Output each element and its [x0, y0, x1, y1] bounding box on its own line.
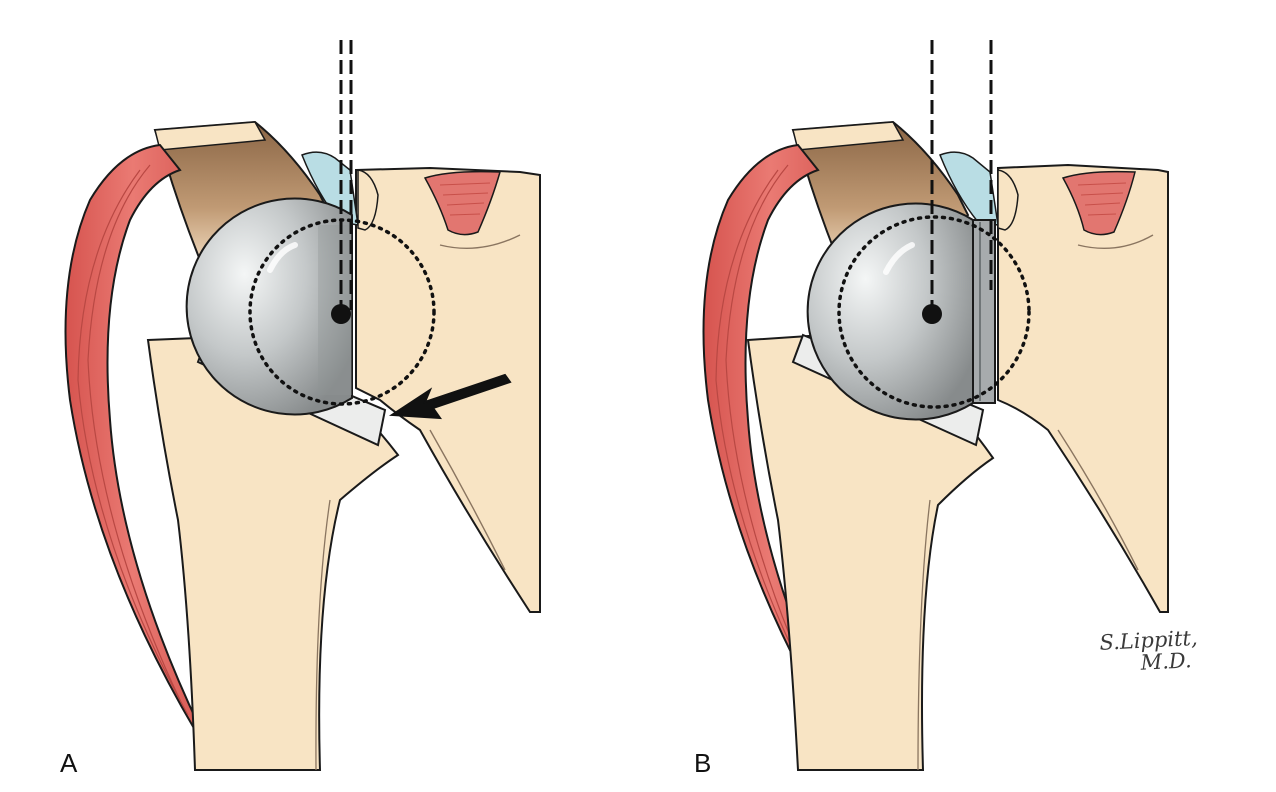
- scapula-contour: [1077, 234, 1154, 250]
- scapula-contour: [439, 234, 521, 249]
- glenosphere: [185, 197, 353, 416]
- panel-a-illustration: [64, 40, 541, 771]
- humerus-contour: [315, 499, 331, 771]
- coracoid-muscle: [1061, 170, 1136, 236]
- impingement-arrow: [388, 373, 512, 420]
- coracoid-muscle: [423, 170, 501, 236]
- glenosphere: [806, 202, 974, 421]
- panel-a: A: [60, 40, 541, 778]
- scapula-contour: [1057, 429, 1139, 571]
- labrum: [997, 169, 1019, 231]
- center-of-rotation: [331, 304, 351, 324]
- rotation-circle: [837, 215, 1031, 409]
- scapula: [997, 163, 1169, 613]
- scapula-contour: [429, 429, 506, 571]
- humerus-contour: [917, 499, 931, 771]
- panel-b-illustration: [702, 40, 1169, 771]
- panel-b: B S.Lippitt, M.D.: [638, 0, 1276, 792]
- labrum: [357, 169, 379, 231]
- artist-signature: S.Lippitt, M.D.: [1099, 624, 1251, 676]
- panel-label-b: B: [694, 748, 712, 778]
- center-of-rotation: [922, 304, 942, 324]
- acromion-top: [792, 121, 905, 151]
- panel-label-a: A: [60, 748, 78, 778]
- scapula: [355, 166, 541, 613]
- acromion-top: [154, 121, 267, 151]
